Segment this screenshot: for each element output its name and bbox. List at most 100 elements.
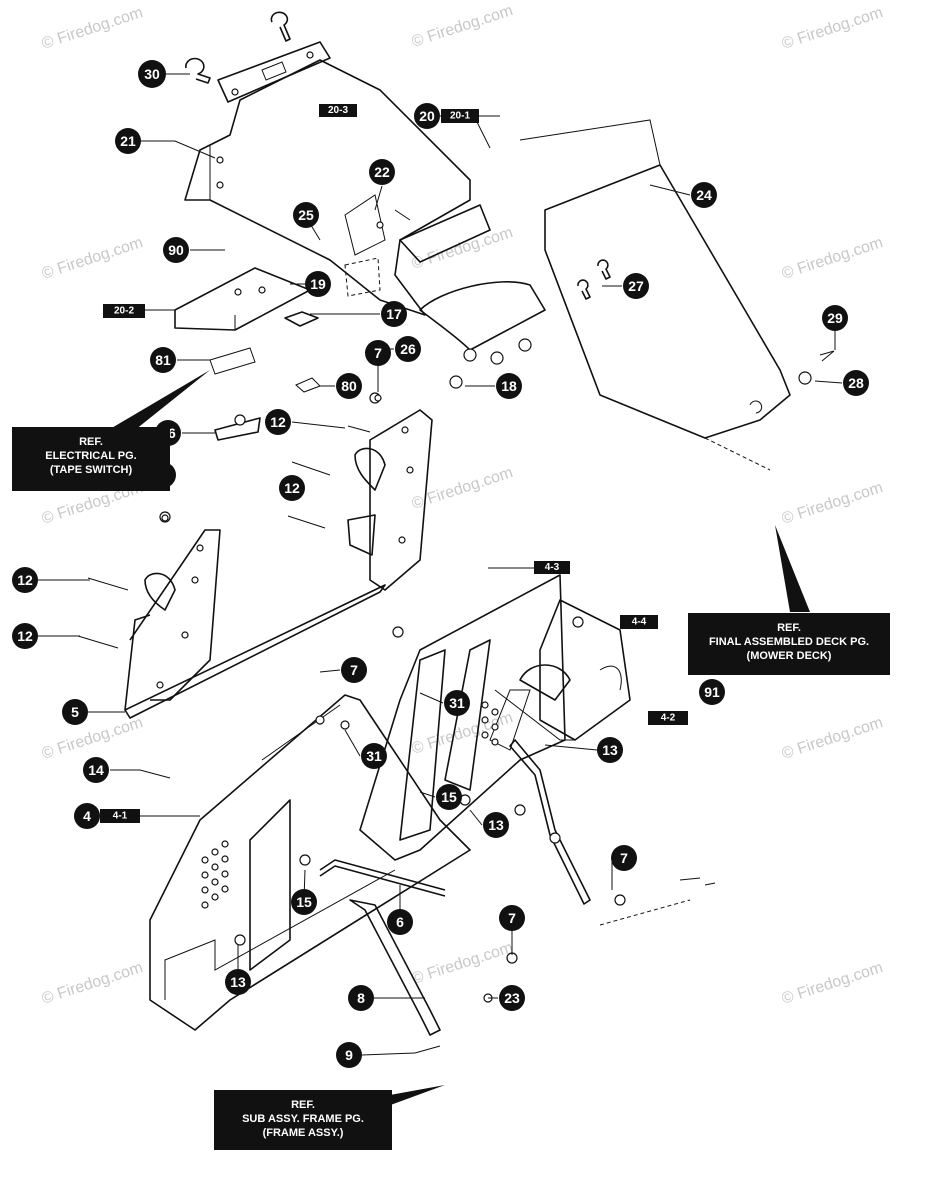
callout-19: 19 bbox=[305, 271, 331, 297]
svg-text:20-3: 20-3 bbox=[328, 105, 348, 116]
callout-12: 12 bbox=[12, 567, 38, 593]
svg-text:90: 90 bbox=[168, 242, 184, 258]
svg-text:20-1: 20-1 bbox=[450, 111, 470, 122]
svg-text:4-4: 4-4 bbox=[632, 617, 647, 628]
callout-13: 13 bbox=[225, 969, 251, 995]
callout-12: 12 bbox=[265, 409, 291, 435]
svg-text:5: 5 bbox=[71, 704, 79, 720]
callout-21: 21 bbox=[115, 128, 141, 154]
callout-15: 15 bbox=[436, 784, 462, 810]
callout-7: 7 bbox=[341, 657, 367, 683]
svg-text:81: 81 bbox=[155, 352, 171, 368]
callout-17: 17 bbox=[381, 301, 407, 327]
callout-8: 8 bbox=[348, 985, 374, 1011]
svg-text:4: 4 bbox=[83, 808, 91, 824]
switch-bracket bbox=[174, 267, 321, 441]
right-panel bbox=[359, 574, 566, 861]
svg-text:4-3: 4-3 bbox=[545, 562, 560, 573]
callout-15: 15 bbox=[291, 889, 317, 915]
svg-text:7: 7 bbox=[620, 850, 628, 866]
svg-text:31: 31 bbox=[366, 748, 382, 764]
ref-deck-line1: REF. bbox=[777, 622, 801, 634]
svg-text:12: 12 bbox=[17, 572, 33, 588]
svg-text:27: 27 bbox=[628, 278, 644, 294]
callout-14: 14 bbox=[83, 757, 109, 783]
svg-text:23: 23 bbox=[504, 990, 520, 1006]
svg-text:20: 20 bbox=[419, 108, 435, 124]
svg-text:21: 21 bbox=[120, 133, 136, 149]
leader-lines bbox=[38, 73, 843, 1056]
callout-9: 9 bbox=[336, 1042, 362, 1068]
callout-7: 7 bbox=[365, 340, 391, 366]
side-bracket bbox=[494, 599, 631, 741]
ref-frame-line2: SUB ASSY. FRAME PG. bbox=[242, 1113, 364, 1125]
svg-text:25: 25 bbox=[298, 207, 314, 223]
svg-text:24: 24 bbox=[696, 187, 712, 203]
callout-6: 6 bbox=[387, 909, 413, 935]
ref-frame-box: REF. SUB ASSY. FRAME PG. (FRAME ASSY.) bbox=[214, 1090, 392, 1150]
svg-text:17: 17 bbox=[386, 306, 402, 322]
callout-26: 26 bbox=[395, 336, 421, 362]
svg-text:12: 12 bbox=[284, 480, 300, 496]
top-bracket bbox=[185, 11, 331, 103]
subtag-4-3: 4-3 bbox=[534, 561, 570, 574]
callout-91: 91 bbox=[699, 679, 725, 705]
ref-electrical-line1: REF. bbox=[79, 436, 103, 448]
ref-deck-box: REF. FINAL ASSEMBLED DECK PG. (MOWER DEC… bbox=[688, 613, 890, 675]
subtag-4-1: 4-1 bbox=[100, 809, 140, 823]
svg-text:22: 22 bbox=[374, 164, 390, 180]
callout-80: 80 bbox=[336, 373, 362, 399]
callout-4: 4 bbox=[74, 803, 100, 829]
svg-text:15: 15 bbox=[296, 894, 312, 910]
deflector-shield bbox=[519, 119, 835, 471]
svg-text:13: 13 bbox=[230, 974, 246, 990]
svg-text:18: 18 bbox=[501, 378, 517, 394]
svg-text:91: 91 bbox=[704, 684, 720, 700]
svg-text:13: 13 bbox=[602, 742, 618, 758]
svg-text:13: 13 bbox=[488, 817, 504, 833]
subtag-4-4: 4-4 bbox=[620, 615, 658, 629]
callout-25: 25 bbox=[293, 202, 319, 228]
svg-text:6: 6 bbox=[396, 914, 404, 930]
callout-7: 7 bbox=[499, 905, 525, 931]
callout-5: 5 bbox=[62, 699, 88, 725]
ref-deck-line2: FINAL ASSEMBLED DECK PG. bbox=[708, 636, 870, 648]
svg-text:9: 9 bbox=[345, 1047, 353, 1063]
callout-12: 12 bbox=[279, 475, 305, 501]
subtag-20-1: 20-1 bbox=[441, 109, 479, 123]
callout-7: 7 bbox=[611, 845, 637, 871]
callout-24: 24 bbox=[691, 182, 717, 208]
subtag-20-2: 20-2 bbox=[103, 304, 145, 318]
svg-text:4-2: 4-2 bbox=[661, 713, 676, 724]
lift-rods bbox=[319, 739, 591, 1036]
ref-frame-line3: (FRAME ASSY.) bbox=[262, 1127, 344, 1139]
svg-text:7: 7 bbox=[374, 345, 382, 361]
upper-shroud bbox=[184, 59, 491, 316]
callout-81: 81 bbox=[150, 347, 176, 373]
svg-text:4-1: 4-1 bbox=[113, 811, 128, 822]
callout-13: 13 bbox=[597, 737, 623, 763]
svg-text:14: 14 bbox=[88, 762, 104, 778]
callout-30: 30 bbox=[138, 60, 166, 88]
callout-18: 18 bbox=[496, 373, 522, 399]
callout-90: 90 bbox=[163, 237, 189, 263]
svg-text:31: 31 bbox=[449, 695, 465, 711]
ref-electrical-box: REF. ELECTRICAL PG. (TAPE SWITCH) bbox=[12, 427, 170, 491]
callout-22: 22 bbox=[369, 159, 395, 185]
callout-28: 28 bbox=[843, 370, 869, 396]
svg-text:29: 29 bbox=[827, 310, 843, 326]
callout-29: 29 bbox=[822, 305, 848, 331]
svg-text:26: 26 bbox=[400, 341, 416, 357]
svg-text:28: 28 bbox=[848, 375, 864, 391]
svg-text:7: 7 bbox=[508, 910, 516, 926]
ref-electrical-line2: ELECTRICAL PG. bbox=[45, 450, 137, 462]
callout-23: 23 bbox=[499, 985, 525, 1011]
callout-20: 20 bbox=[414, 103, 440, 129]
chute-flap bbox=[419, 281, 546, 389]
callout-13: 13 bbox=[483, 812, 509, 838]
svg-text:12: 12 bbox=[17, 628, 33, 644]
upper-latch-plate bbox=[347, 392, 433, 591]
svg-text:8: 8 bbox=[357, 990, 365, 1006]
svg-text:12: 12 bbox=[270, 414, 286, 430]
